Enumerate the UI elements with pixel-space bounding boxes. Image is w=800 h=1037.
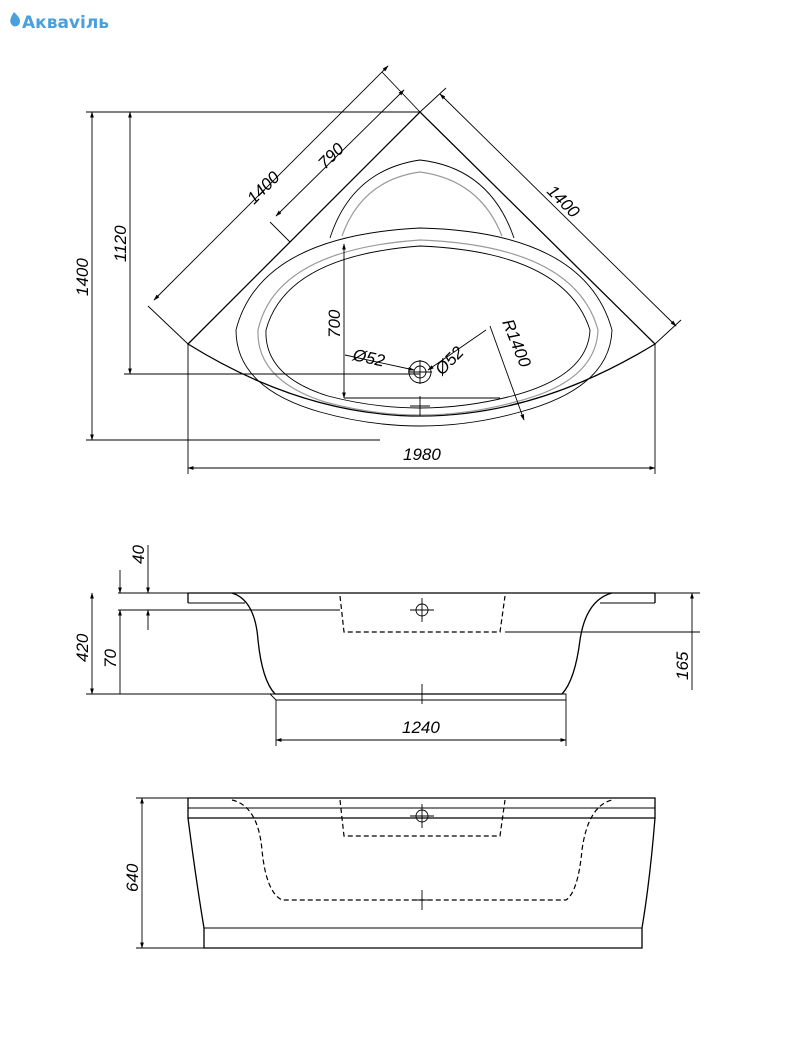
panel-body [187, 817, 656, 949]
overflow-icon [410, 396, 430, 416]
dim-drain-diameter: Ø52 [350, 345, 387, 371]
brand-logo: Акваviль [10, 12, 109, 33]
tub-outer-outline [186, 111, 657, 417]
bottom-drain-mark-front [412, 890, 432, 910]
dim-right-height: 165 [673, 651, 692, 680]
top-view: 1400 1120 1400 790 1400 700 Ø52 Ø52 R140… [73, 65, 682, 474]
droplet-icon [10, 12, 20, 27]
bottom-drain-mark [412, 684, 432, 704]
brand-name: Акваviль [22, 13, 109, 33]
drain-icon [408, 360, 432, 384]
dim-bottom-length: 1240 [402, 718, 440, 737]
inner-bowl-dashed [339, 595, 506, 633]
dim-radius: R1400 [498, 316, 535, 370]
dim-diagonal-side: 1400 [243, 167, 284, 208]
dim-total-height: 420 [73, 633, 92, 662]
side-view: 40 420 70 165 1240 [73, 545, 700, 746]
tub-inner-rim [235, 227, 613, 427]
dim-bowl-depth: 700 [325, 309, 344, 338]
dim-overall-width: 1980 [403, 445, 441, 464]
drain-icon [410, 598, 434, 622]
dim-inner-height: 1120 [111, 225, 130, 262]
dim-inner-offset: 70 [101, 649, 120, 668]
dim-overflow-diameter: Ø52 [431, 342, 468, 379]
dim-rim: 40 [129, 545, 148, 564]
dim-panel-height: 640 [123, 863, 142, 892]
dim-overall-height: 1400 [73, 258, 92, 296]
seat-inner [341, 171, 503, 237]
drain-icon [410, 804, 434, 828]
tub-bowl-inner [265, 245, 591, 409]
front-view: 640 [123, 797, 656, 949]
dim-seat-depth: 790 [314, 139, 348, 173]
